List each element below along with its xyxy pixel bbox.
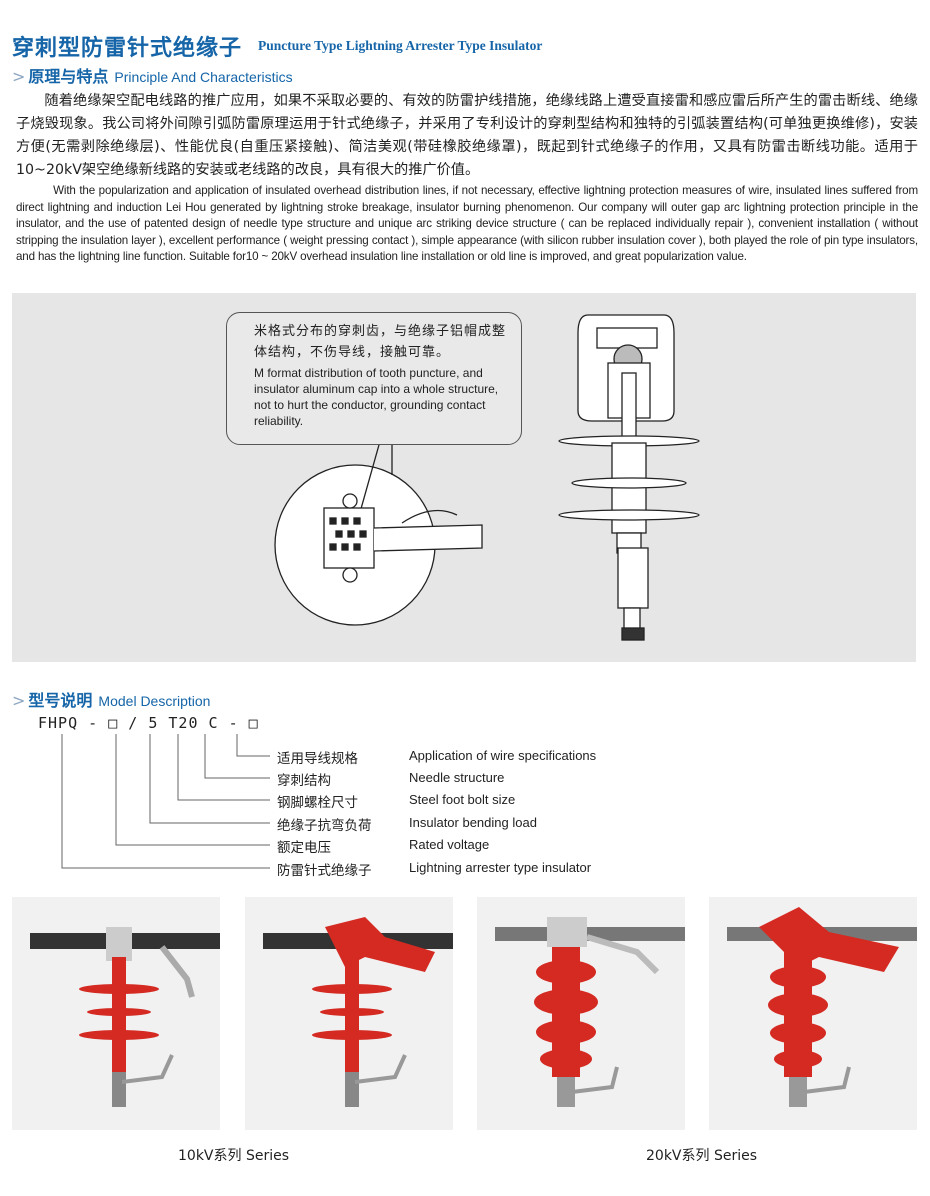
- heading-en: Model Description: [98, 693, 211, 709]
- model-row-label-cn: 绝缘子抗弯负荷: [277, 818, 372, 834]
- model-row-label-en: Application of wire specifications: [409, 748, 597, 763]
- principle-paragraph-en: With the popularization and application …: [16, 184, 918, 263]
- model-row-label-cn: 穿刺结构: [277, 773, 331, 789]
- product-photo-20kv-a: [477, 897, 685, 1130]
- model-connector-lines: [61, 734, 270, 869]
- caption-10kv-series: 10kV系列 Series: [178, 1148, 290, 1164]
- product-photo-10kv-b: [245, 897, 453, 1130]
- page-title-en: Puncture Type Lightning Arrester Type In…: [258, 38, 543, 53]
- heading-en: Principle And Characteristics: [114, 69, 293, 85]
- model-row-label-cn: 防雷针式绝缘子: [277, 863, 372, 879]
- heading-cn: 原理与特点: [28, 67, 109, 86]
- callout-box: 米格式分布的穿刺齿，与绝缘子铝帽成整体结构，不伤导线，接触可靠。 M forma…: [226, 312, 522, 445]
- product-photo-10kv-a: [12, 897, 220, 1130]
- model-row-label-en: Needle structure: [409, 770, 505, 785]
- model-row-label-cn: 钢脚螺栓尺寸: [277, 795, 358, 811]
- caption-20kv-series: 20kV系列 Series: [646, 1148, 758, 1164]
- model-row-label-en: Lightning arrester type insulator: [409, 860, 592, 875]
- chevron-right-icon: >: [12, 67, 26, 86]
- principle-paragraph-cn: 随着绝缘架空配电线路的推广应用，如果不采取必要的、有效的防雷护线措施，绝缘线路上…: [16, 93, 918, 178]
- page-title-cn: 穿刺型防雷针式绝缘子: [12, 36, 243, 61]
- section-heading-principle: >原理与特点 Principle And Characteristics: [12, 63, 293, 87]
- model-code: FHPQ - □ / 5 T20 C - □: [38, 714, 259, 732]
- heading-cn: 型号说明: [28, 691, 93, 710]
- callout-text-en: M format distribution of tooth puncture,…: [254, 366, 499, 428]
- chevron-right-icon: >: [12, 691, 26, 710]
- product-photo-20kv-b: [709, 897, 917, 1130]
- model-row-label-en: Rated voltage: [409, 837, 490, 852]
- model-row-label-en: Insulator bending load: [409, 815, 537, 830]
- model-row-label-cn: 适用导线规格: [277, 751, 358, 767]
- model-row-label-en: Steel foot bolt size: [409, 792, 516, 807]
- callout-text-cn: 米格式分布的穿刺齿，与绝缘子铝帽成整体结构，不伤导线，接触可靠。: [254, 324, 507, 360]
- model-row-label-cn: 额定电压: [277, 840, 331, 856]
- insulator-drawing: [274, 314, 700, 641]
- section-heading-model: >型号说明 Model Description: [12, 687, 210, 711]
